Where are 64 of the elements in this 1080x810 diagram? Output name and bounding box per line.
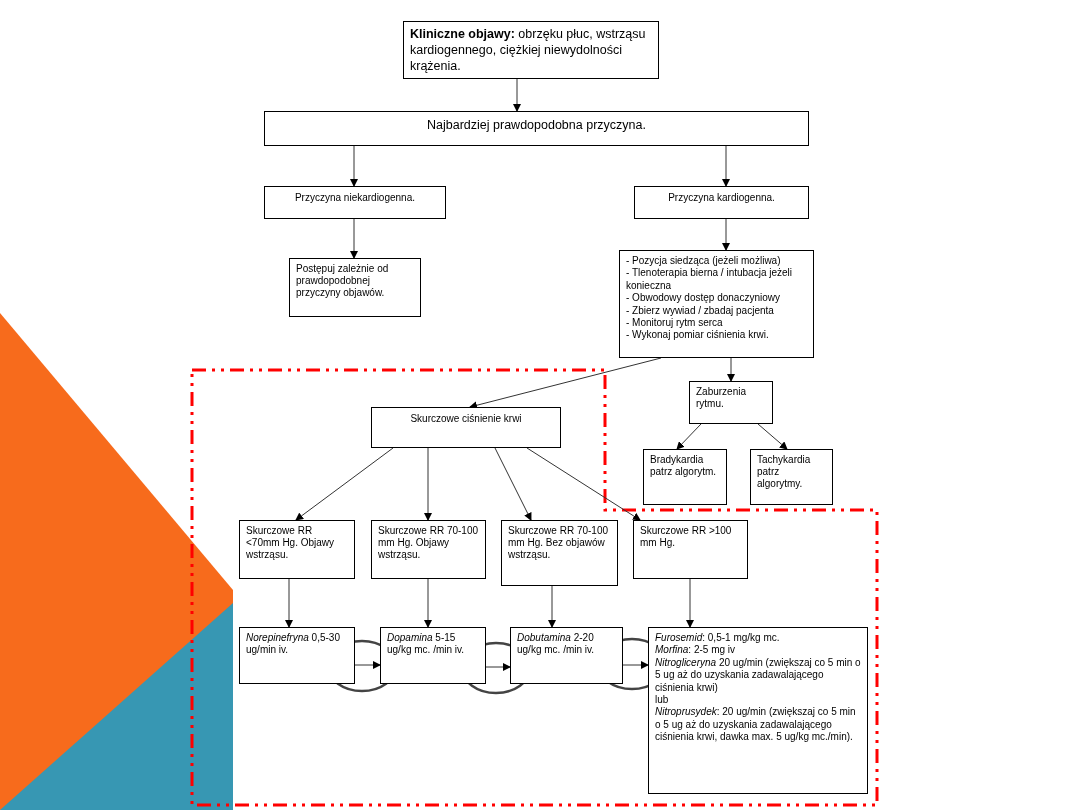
arrow [757,423,788,450]
arrow [424,578,432,628]
box-text: lub [655,694,670,707]
box-text: Dopamina 5-15 ug/kg mc. /min iv. [387,632,466,656]
process-box [648,627,868,794]
box-text: Skurczowe RR <70mm Hg. Objawy wstrząsu. [246,525,336,561]
process-box [380,627,486,684]
box-text: Kliniczne objawy: obrzęku płuc, wstrząsu kardiogennego, ciężkiej niewydolności krążenia. [410,26,647,74]
box-text: Furosemid: 0,5-1 mg/kg mc. [655,632,781,645]
arrow [722,218,730,251]
box-text: Przyczyna kardiogenna. [668,192,775,204]
process-box [750,449,833,505]
box-text: - Obwodowy dostęp donaczyniowy [626,292,781,305]
process-box [289,258,421,317]
process-box [619,250,814,358]
arrow [513,78,521,112]
arrow [722,145,730,187]
process-box [239,627,355,684]
box-text: - Zbierz wywiad / zbadaj pacjenta [626,304,775,318]
box-text: Skurczowe RR 70-100 mm Hg. Bez objawów wstrząsu. [508,525,610,561]
arrow [285,578,293,628]
arrow [494,447,532,521]
arrow [350,145,358,187]
process-box [371,520,486,579]
arrow [676,423,702,450]
arrow [485,663,511,671]
box-text: Skurczowe RR 70-100 mm Hg. Objawy wstrząsu. [378,525,479,561]
box-text: Skurczowe RR >100 mm Hg. [640,525,733,549]
box-text: Nitroprusydek: 20 ug/min (zwiększaj co 5 min o 5 ug aż do uzyskania zadawalającego ciśnienia krwi, dawka max. 5 ug/kg mc./min). [655,706,857,744]
process-box [689,381,773,424]
box-text: Dobutamina 2-20 ug/kg mc. /min iv. [517,632,596,656]
box-text: Tachykardia patrz algorytmy. [757,454,812,490]
arrow [354,661,381,669]
process-box [643,449,727,505]
box-text: Skurczowe ciśnienie krwi [410,413,522,425]
process-box [510,627,623,684]
arrow [727,357,735,382]
arrow [548,585,556,628]
arrow [526,447,641,521]
box-text: Postępuj zależnie od prawdopodobnej przyczyny objawów. [296,263,390,299]
box-text: - Monitoruj rytm serca [626,317,724,330]
box-text: - Tlenoterapia bierna / intubacja jeżeli konieczna [626,267,794,293]
process-box [264,186,446,219]
process-box [633,520,748,579]
process-box [264,111,809,146]
process-box [403,21,659,79]
arrow [350,218,358,259]
process-box [501,520,618,586]
box-text: Bradykardia patrz algorytm. [650,454,718,478]
process-box [239,520,355,579]
arrow [622,661,649,669]
arrow [424,447,432,521]
box-text: Nitrogliceryna 20 ug/min (zwiększaj co 5 min o 5 ug aż do uzyskania zadawalającego ciśnienia krwi) [655,656,861,695]
arrow [686,578,694,628]
box-text: - Pozycja siedząca (jeżeli możliwa) [626,255,782,268]
box-text: - Wykonaj pomiar ciśnienia krwi. [626,329,770,342]
process-box [371,407,561,448]
box-text: Norepinefryna 0,5-30 ug/min iv. [246,632,341,656]
box-text: Morfina: 2-5 mg iv [655,644,737,657]
box-text: Zaburzenia rytmu. [696,386,748,410]
process-box [634,186,809,219]
box-text: Przyczyna niekardiogenna. [294,192,416,204]
arrow [295,447,394,521]
box-text: Najbardziej prawdopodobna przyczyna. [427,117,646,133]
